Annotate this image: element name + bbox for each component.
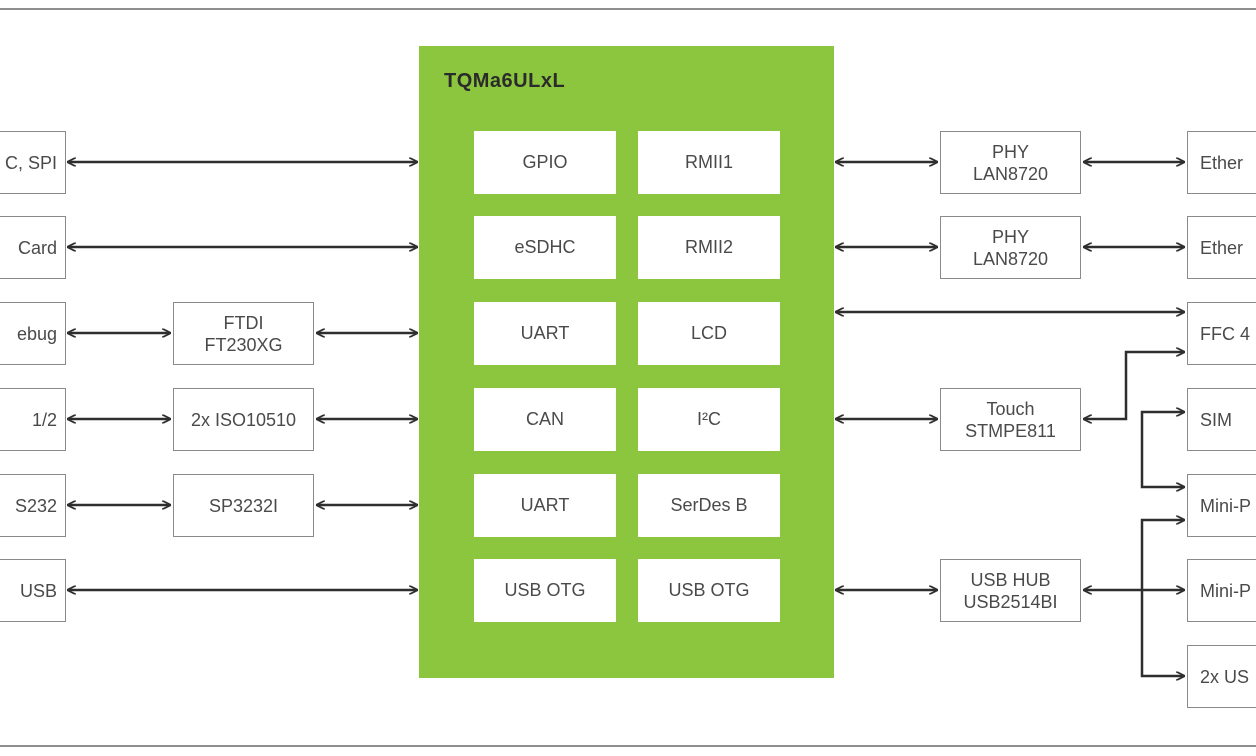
- touch-box: Touch STMPE811: [940, 388, 1081, 451]
- sp3232-label: SP3232I: [208, 495, 279, 516]
- interface-lcd: LCD: [638, 302, 780, 365]
- phy2-box: PHY LAN8720: [940, 216, 1081, 279]
- right-box-sim: SIM: [1187, 388, 1256, 451]
- ftdi-box: FTDI FT230XG: [173, 302, 314, 365]
- left-box-rs232: S232: [0, 474, 66, 537]
- interface-uart-2: UART: [474, 474, 616, 537]
- interface-usb-otg-1: USB OTG: [474, 559, 616, 622]
- right-box-ethernet-1-label: Ether: [1200, 152, 1244, 173]
- interface-rmii1: RMII1: [638, 131, 780, 194]
- usb-hub-line1: USB HUB: [970, 569, 1051, 590]
- iso-box: 2x ISO10510: [173, 388, 314, 451]
- bottom-frame-line: [0, 745, 1256, 747]
- right-box-usb-2x-label: 2x US: [1200, 666, 1250, 687]
- module-title: TQMa6ULxL: [444, 70, 566, 92]
- iso-label: 2x ISO10510: [190, 409, 297, 430]
- left-box-card: Card: [0, 216, 66, 279]
- ftdi-line1: FTDI: [223, 312, 264, 333]
- left-box-usb-label: USB: [19, 580, 57, 601]
- left-box-can-label: 1/2: [31, 409, 57, 430]
- interface-serdes: SerDes B: [638, 474, 780, 537]
- wire-hub-minipcie1: [1140, 520, 1184, 590]
- left-box-can: 1/2: [0, 388, 66, 451]
- touch-line1: Touch: [986, 398, 1035, 419]
- left-box-debug-label: ebug: [16, 323, 57, 344]
- phy1-line2: LAN8720: [972, 163, 1049, 184]
- interface-can: CAN: [474, 388, 616, 451]
- usb-hub-box: USB HUB USB2514BI: [940, 559, 1081, 622]
- interface-i2c: I²C: [638, 388, 780, 451]
- left-box-usb: USB: [0, 559, 66, 622]
- wire-sim-minipcie1: [1140, 412, 1184, 487]
- wire-hub-usb2x: [1140, 590, 1184, 676]
- left-box-rs232-label: S232: [14, 495, 57, 516]
- phy2-line1: PHY: [991, 226, 1029, 247]
- ftdi-line2: FT230XG: [204, 334, 283, 355]
- phy2-line2: LAN8720: [972, 248, 1049, 269]
- right-box-ethernet-2-label: Ether: [1200, 237, 1244, 258]
- right-box-usb-2x: 2x US: [1187, 645, 1256, 708]
- right-box-ethernet-2: Ether: [1187, 216, 1256, 279]
- right-box-ethernet-1: Ether: [1187, 131, 1256, 194]
- sp3232-box: SP3232I: [173, 474, 314, 537]
- interface-gpio: GPIO: [474, 131, 616, 194]
- phy1-box: PHY LAN8720: [940, 131, 1081, 194]
- right-box-minipcie-1: Mini-P: [1187, 474, 1256, 537]
- right-box-ffc: FFC 4: [1187, 302, 1256, 365]
- left-box-card-label: Card: [17, 237, 57, 258]
- left-box-spi: C, SPI: [0, 131, 66, 194]
- interface-esdhc: eSDHC: [474, 216, 616, 279]
- touch-line2: STMPE811: [965, 420, 1056, 441]
- interface-usb-otg-2: USB OTG: [638, 559, 780, 622]
- left-box-debug: ebug: [0, 302, 66, 365]
- wire-touch-ffc: [1084, 352, 1184, 419]
- right-box-sim-label: SIM: [1200, 409, 1233, 430]
- right-box-minipcie-2: Mini-P: [1187, 559, 1256, 622]
- interface-rmii2: RMII2: [638, 216, 780, 279]
- phy1-line1: PHY: [991, 141, 1029, 162]
- usb-hub-line2: USB2514BI: [963, 591, 1058, 612]
- right-box-minipcie-2-label: Mini-P: [1200, 580, 1252, 601]
- right-box-minipcie-1-label: Mini-P: [1200, 495, 1252, 516]
- left-box-spi-label: C, SPI: [4, 152, 57, 173]
- interface-uart-1: UART: [474, 302, 616, 365]
- top-frame-line: [0, 8, 1256, 10]
- right-box-ffc-label: FFC 4: [1200, 323, 1251, 344]
